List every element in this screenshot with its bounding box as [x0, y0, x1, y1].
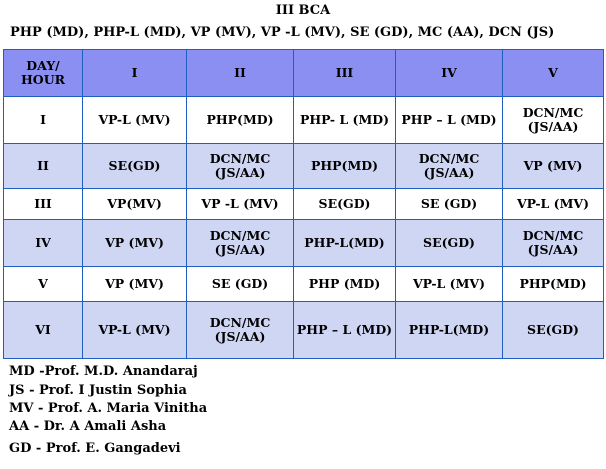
- table-cell: VP (MV): [82, 219, 187, 267]
- day-label: III: [3, 188, 83, 220]
- table-cell: SE(GD): [82, 143, 187, 189]
- table-cell: DCN/MC (JS/AA): [502, 219, 604, 267]
- table-cell: PHP(MD): [293, 143, 396, 189]
- header-hour-5: V: [502, 49, 604, 97]
- table-cell: SE (GD): [395, 188, 503, 220]
- table-cell: PHP- L (MD): [293, 96, 396, 144]
- table-cell: VP-L (MV): [82, 96, 187, 144]
- table-cell: DCN/MC (JS/AA): [502, 96, 604, 144]
- table-cell: DCN/MC (JS/AA): [186, 301, 294, 359]
- table-cell: VP-L (MV): [395, 266, 503, 302]
- table-cell: PHP-L(MD): [293, 219, 396, 267]
- day-label: V: [3, 266, 83, 302]
- staff-entry-gd: GD - Prof. E. Gangadevi: [9, 441, 181, 456]
- table-row: V VP (MV) SE (GD) PHP (MD) VP-L (MV) PHP…: [3, 266, 604, 302]
- table-cell: DCN/MC (JS/AA): [186, 219, 294, 267]
- day-label: II: [3, 143, 83, 189]
- day-label: IV: [3, 219, 83, 267]
- table-cell: PHP – L (MD): [293, 301, 396, 359]
- table-row: II SE(GD) DCN/MC (JS/AA) PHP(MD) DCN/MC …: [3, 143, 604, 189]
- table-cell: VP (MV): [82, 266, 187, 302]
- table-cell: VP -L (MV): [186, 188, 294, 220]
- table-row: III VP(MV) VP -L (MV) SE(GD) SE (GD) VP-…: [3, 188, 604, 220]
- day-label: I: [3, 96, 83, 144]
- table-cell: PHP (MD): [293, 266, 396, 302]
- header-hour-4: IV: [395, 49, 503, 97]
- table-cell: PHP-L(MD): [395, 301, 503, 359]
- header-hour-3: III: [293, 49, 396, 97]
- page-title: III BCA: [275, 3, 331, 18]
- header-hour-2: II: [186, 49, 294, 97]
- table-row: IV VP (MV) DCN/MC (JS/AA) PHP-L(MD) SE(G…: [3, 219, 604, 267]
- table-cell: VP(MV): [82, 188, 187, 220]
- table-cell: DCN/MC (JS/AA): [395, 143, 503, 189]
- day-label: VI: [3, 301, 83, 359]
- table-cell: VP-L (MV): [502, 188, 604, 220]
- table-cell: SE(GD): [502, 301, 604, 359]
- header-hour-1: I: [82, 49, 187, 97]
- table-cell: SE(GD): [395, 219, 503, 267]
- staff-entry-js: JS - Prof. I Justin Sophia: [9, 383, 187, 398]
- table-cell: DCN/MC (JS/AA): [186, 143, 294, 189]
- table-row: I VP-L (MV) PHP(MD) PHP- L (MD) PHP – L …: [3, 96, 604, 144]
- staff-entry-md: MD -Prof. M.D. Anandaraj: [9, 364, 198, 379]
- subjects-legend: PHP (MD), PHP-L (MD), VP (MV), VP -L (MV…: [10, 25, 555, 40]
- header-day-hour: DAY/ HOUR: [3, 49, 83, 97]
- timetable: DAY/ HOUR I II III IV V I VP-L (MV) PHP(…: [3, 49, 604, 359]
- table-row: VI VP-L (MV) DCN/MC (JS/AA) PHP – L (MD)…: [3, 301, 604, 359]
- table-cell: PHP(MD): [186, 96, 294, 144]
- table-cell: SE(GD): [293, 188, 396, 220]
- timetable-header-row: DAY/ HOUR I II III IV V: [3, 49, 604, 97]
- table-cell: PHP – L (MD): [395, 96, 503, 144]
- table-cell: PHP(MD): [502, 266, 604, 302]
- staff-entry-mv: MV - Prof. A. Maria Vinitha: [9, 401, 208, 416]
- table-cell: VP (MV): [502, 143, 604, 189]
- table-cell: VP-L (MV): [82, 301, 187, 359]
- staff-entry-aa: AA - Dr. A Amali Asha: [9, 419, 167, 434]
- table-cell: SE (GD): [186, 266, 294, 302]
